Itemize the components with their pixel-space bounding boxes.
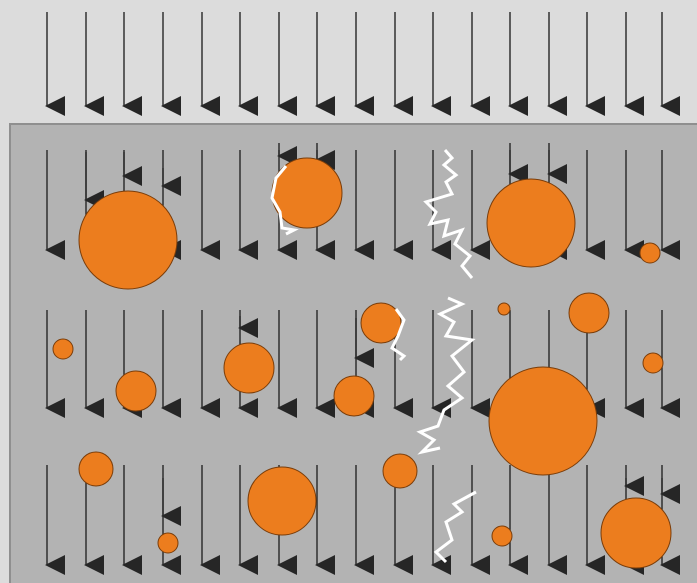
- particle-circle: [79, 191, 177, 289]
- particle-circle: [158, 533, 178, 553]
- particle-circle: [79, 452, 113, 486]
- particle-circle: [489, 367, 597, 475]
- particle-circle: [569, 293, 609, 333]
- particle-circle: [487, 179, 575, 267]
- particle-circle: [224, 343, 274, 393]
- particle-circle: [248, 467, 316, 535]
- particle-circle: [116, 371, 156, 411]
- particle-circle: [640, 243, 660, 263]
- particle-circle: [492, 526, 512, 546]
- particle-circle: [643, 353, 663, 373]
- particle-circle: [53, 339, 73, 359]
- particle-circle: [361, 303, 401, 343]
- particle-circle: [383, 454, 417, 488]
- particle-circle: [334, 376, 374, 416]
- particle-circle: [601, 498, 671, 568]
- particle-circle: [498, 303, 510, 315]
